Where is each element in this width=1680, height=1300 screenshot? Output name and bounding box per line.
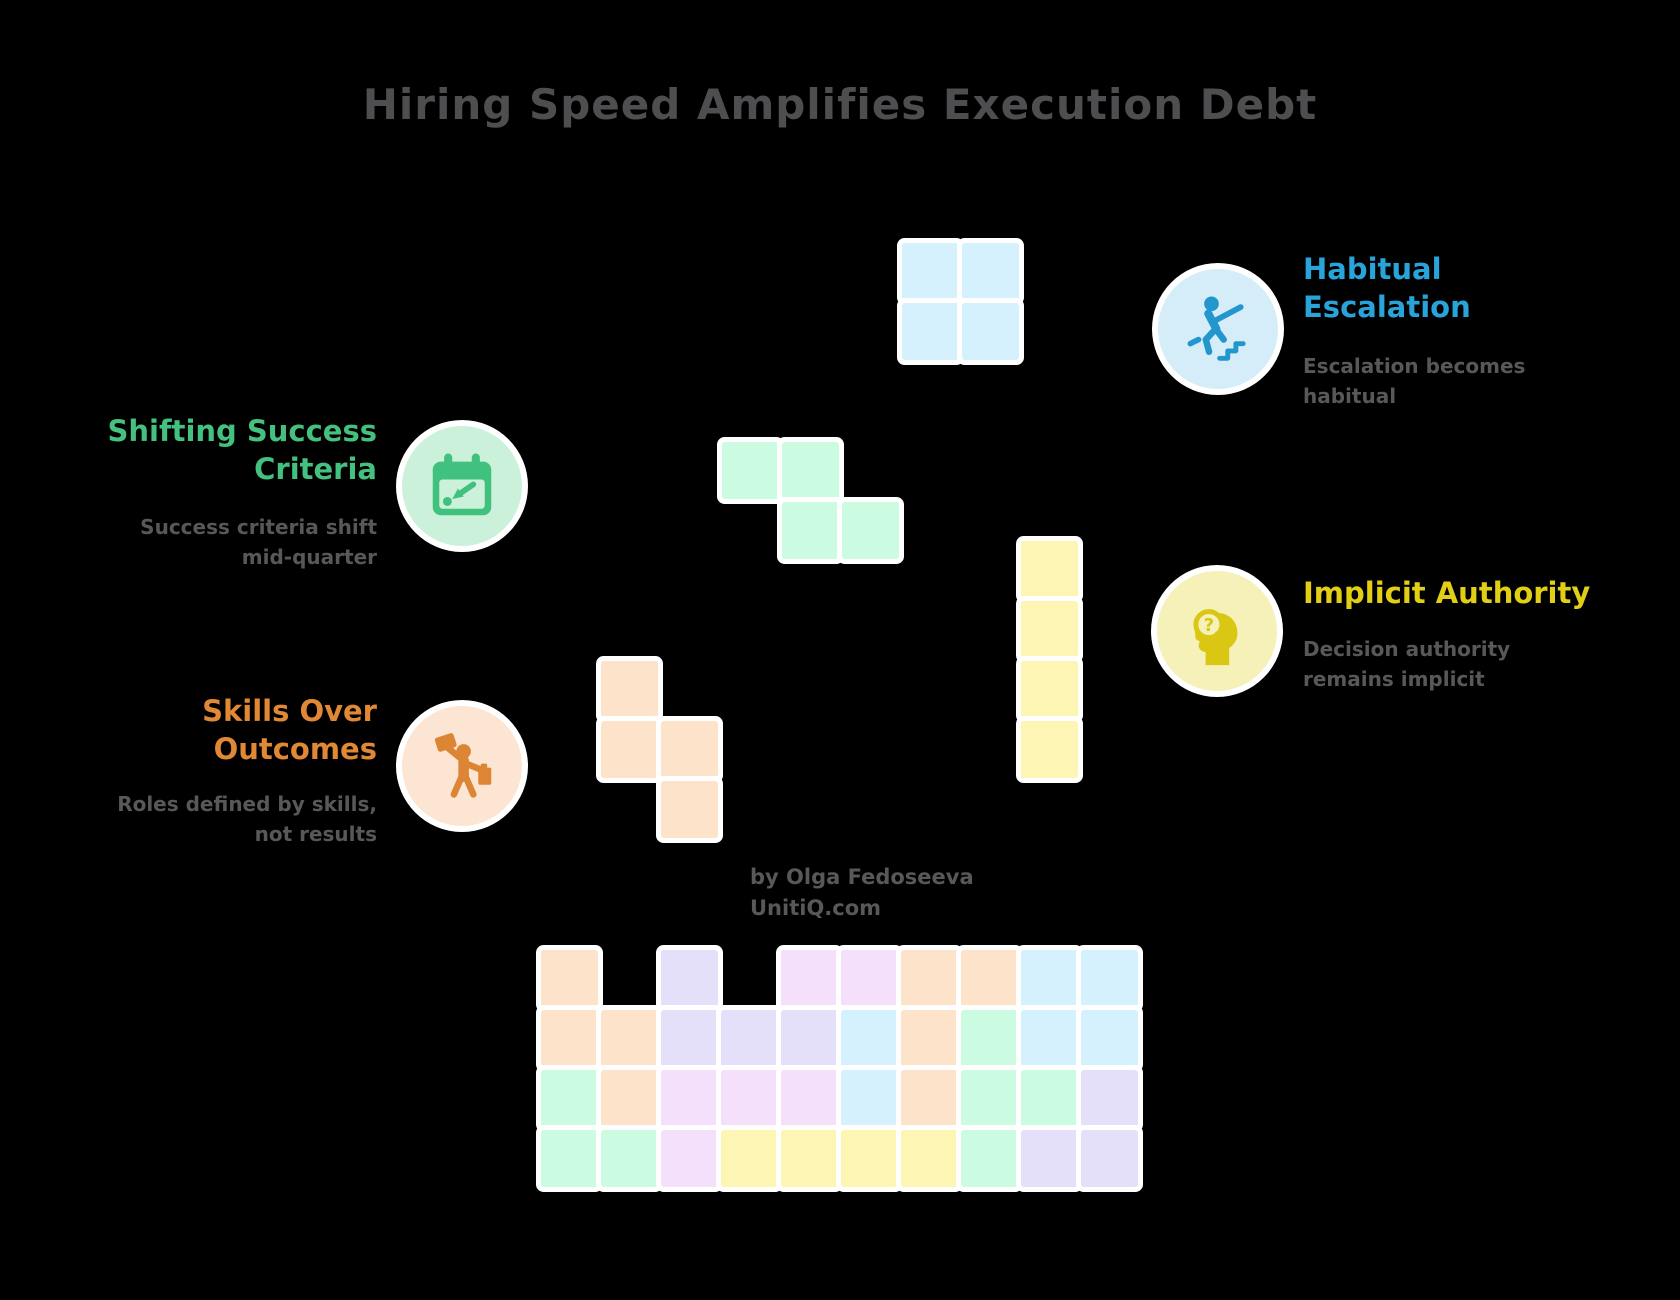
tetris-cell — [902, 303, 959, 360]
tetris-cell — [661, 950, 718, 1007]
tetris-cell — [1081, 1070, 1138, 1127]
section-subtitle-line: remains implicit — [1303, 667, 1485, 691]
tetris-cell — [962, 303, 1019, 360]
attribution: by Olga Fedoseeva UnitiQ.com — [750, 862, 974, 924]
tetris-cell — [842, 502, 899, 559]
tetris-cell — [1021, 1070, 1078, 1127]
attribution-site: UnitiQ.com — [750, 896, 882, 920]
icon-circle-orange — [402, 706, 522, 826]
tetris-cell — [601, 661, 658, 718]
tetris-cell — [901, 1010, 958, 1067]
section-subtitle: Escalation becomes habitual — [1303, 351, 1525, 411]
head-question-magnifier-icon: ? — [1193, 609, 1238, 666]
tetris-cell — [601, 1010, 658, 1067]
tetris-cell — [1021, 661, 1078, 718]
icon-circle-green — [402, 426, 522, 546]
tetris-cell — [721, 1070, 778, 1127]
tetris-cell — [601, 721, 658, 778]
section-subtitle: Success criteria shift mid-quarter — [140, 512, 377, 572]
tetris-cell — [1021, 950, 1078, 1007]
section-title-line: Shifting Success — [107, 414, 378, 448]
tetris-cell — [541, 1130, 598, 1187]
tetris-cell — [841, 1070, 898, 1127]
tetris-cell — [841, 1010, 898, 1067]
section-title: Implicit Authority — [1303, 574, 1590, 612]
tetris-cell — [661, 1070, 718, 1127]
person-climbing-stairs-icon — [1187, 296, 1246, 361]
section-subtitle: Decision authority remains implicit — [1303, 634, 1510, 694]
person-juggling-boxes-icon — [434, 733, 492, 798]
tetris-cell — [541, 1070, 598, 1127]
tetris-cell — [961, 1010, 1018, 1067]
tetris-cell — [661, 721, 718, 778]
tetris-cell — [841, 1130, 898, 1187]
tetris-cell — [782, 442, 839, 499]
section-subtitle-line: Escalation becomes — [1303, 354, 1526, 378]
tetris-cell — [601, 1130, 658, 1187]
tetris-cell — [961, 1130, 1018, 1187]
section-title-line: Implicit Authority — [1303, 576, 1591, 610]
tetris-cell — [781, 1070, 838, 1127]
section-subtitle-line: Success criteria shift — [140, 515, 377, 539]
tetris-cell — [1081, 1010, 1138, 1067]
tetris-cell — [541, 950, 598, 1007]
attribution-author: by Olga Fedoseeva — [750, 865, 974, 889]
icon-circle-blue — [1158, 269, 1278, 389]
tetris-cell — [722, 442, 779, 499]
tetris-cell — [901, 950, 958, 1007]
section-subtitle-line: habitual — [1303, 384, 1397, 408]
svg-text:?: ? — [1204, 615, 1214, 636]
tetris-cell — [1021, 1130, 1078, 1187]
tetris-cell — [601, 1070, 658, 1127]
tetris-cell — [781, 1010, 838, 1067]
tetris-cell — [781, 1130, 838, 1187]
tetris-cell — [961, 1070, 1018, 1127]
tetris-cell — [1021, 1010, 1078, 1067]
section-subtitle-line: Decision authority — [1303, 637, 1511, 661]
tetris-cell — [661, 781, 718, 838]
tetris-cell — [962, 243, 1019, 300]
section-subtitle-line: mid-quarter — [241, 545, 377, 569]
calendar-shift-icon — [432, 453, 492, 516]
page-title: Hiring Speed Amplifies Execution Debt — [362, 80, 1318, 129]
tetris-cell — [661, 1130, 718, 1187]
section-title-line: Outcomes — [213, 732, 377, 766]
tetris-cell — [661, 1010, 718, 1067]
tetris-cell — [1021, 541, 1078, 598]
section-title: Shifting Success Criteria — [108, 412, 378, 488]
section-title: Skills Over Outcomes — [202, 692, 377, 768]
section-title-line: Criteria — [254, 452, 377, 486]
section-subtitle-line: Roles defined by skills, — [117, 792, 377, 816]
section-subtitle: Roles defined by skills, not results — [117, 789, 377, 849]
section-title: Habitual Escalation — [1303, 250, 1471, 326]
section-subtitle-line: not results — [254, 822, 377, 846]
section-title-line: Skills Over — [202, 694, 377, 728]
section-title-line: Escalation — [1303, 290, 1471, 324]
tetris-cell — [721, 1130, 778, 1187]
tetris-cell — [1081, 950, 1138, 1007]
tetris-cell — [1021, 601, 1078, 658]
tetris-cell — [961, 950, 1018, 1007]
icon-circle-yellow: ? — [1157, 571, 1277, 691]
tetris-cell — [541, 1010, 598, 1067]
tetris-cell — [902, 243, 959, 300]
section-title-line: Habitual — [1303, 252, 1442, 286]
tetris-cell — [781, 950, 838, 1007]
tetris-cell — [901, 1130, 958, 1187]
tetris-cell — [782, 502, 839, 559]
tetris-cell — [1021, 721, 1078, 778]
tetris-cell — [721, 1010, 778, 1067]
tetris-cell — [841, 950, 898, 1007]
tetris-cell — [1081, 1130, 1138, 1187]
tetris-cell — [901, 1070, 958, 1127]
